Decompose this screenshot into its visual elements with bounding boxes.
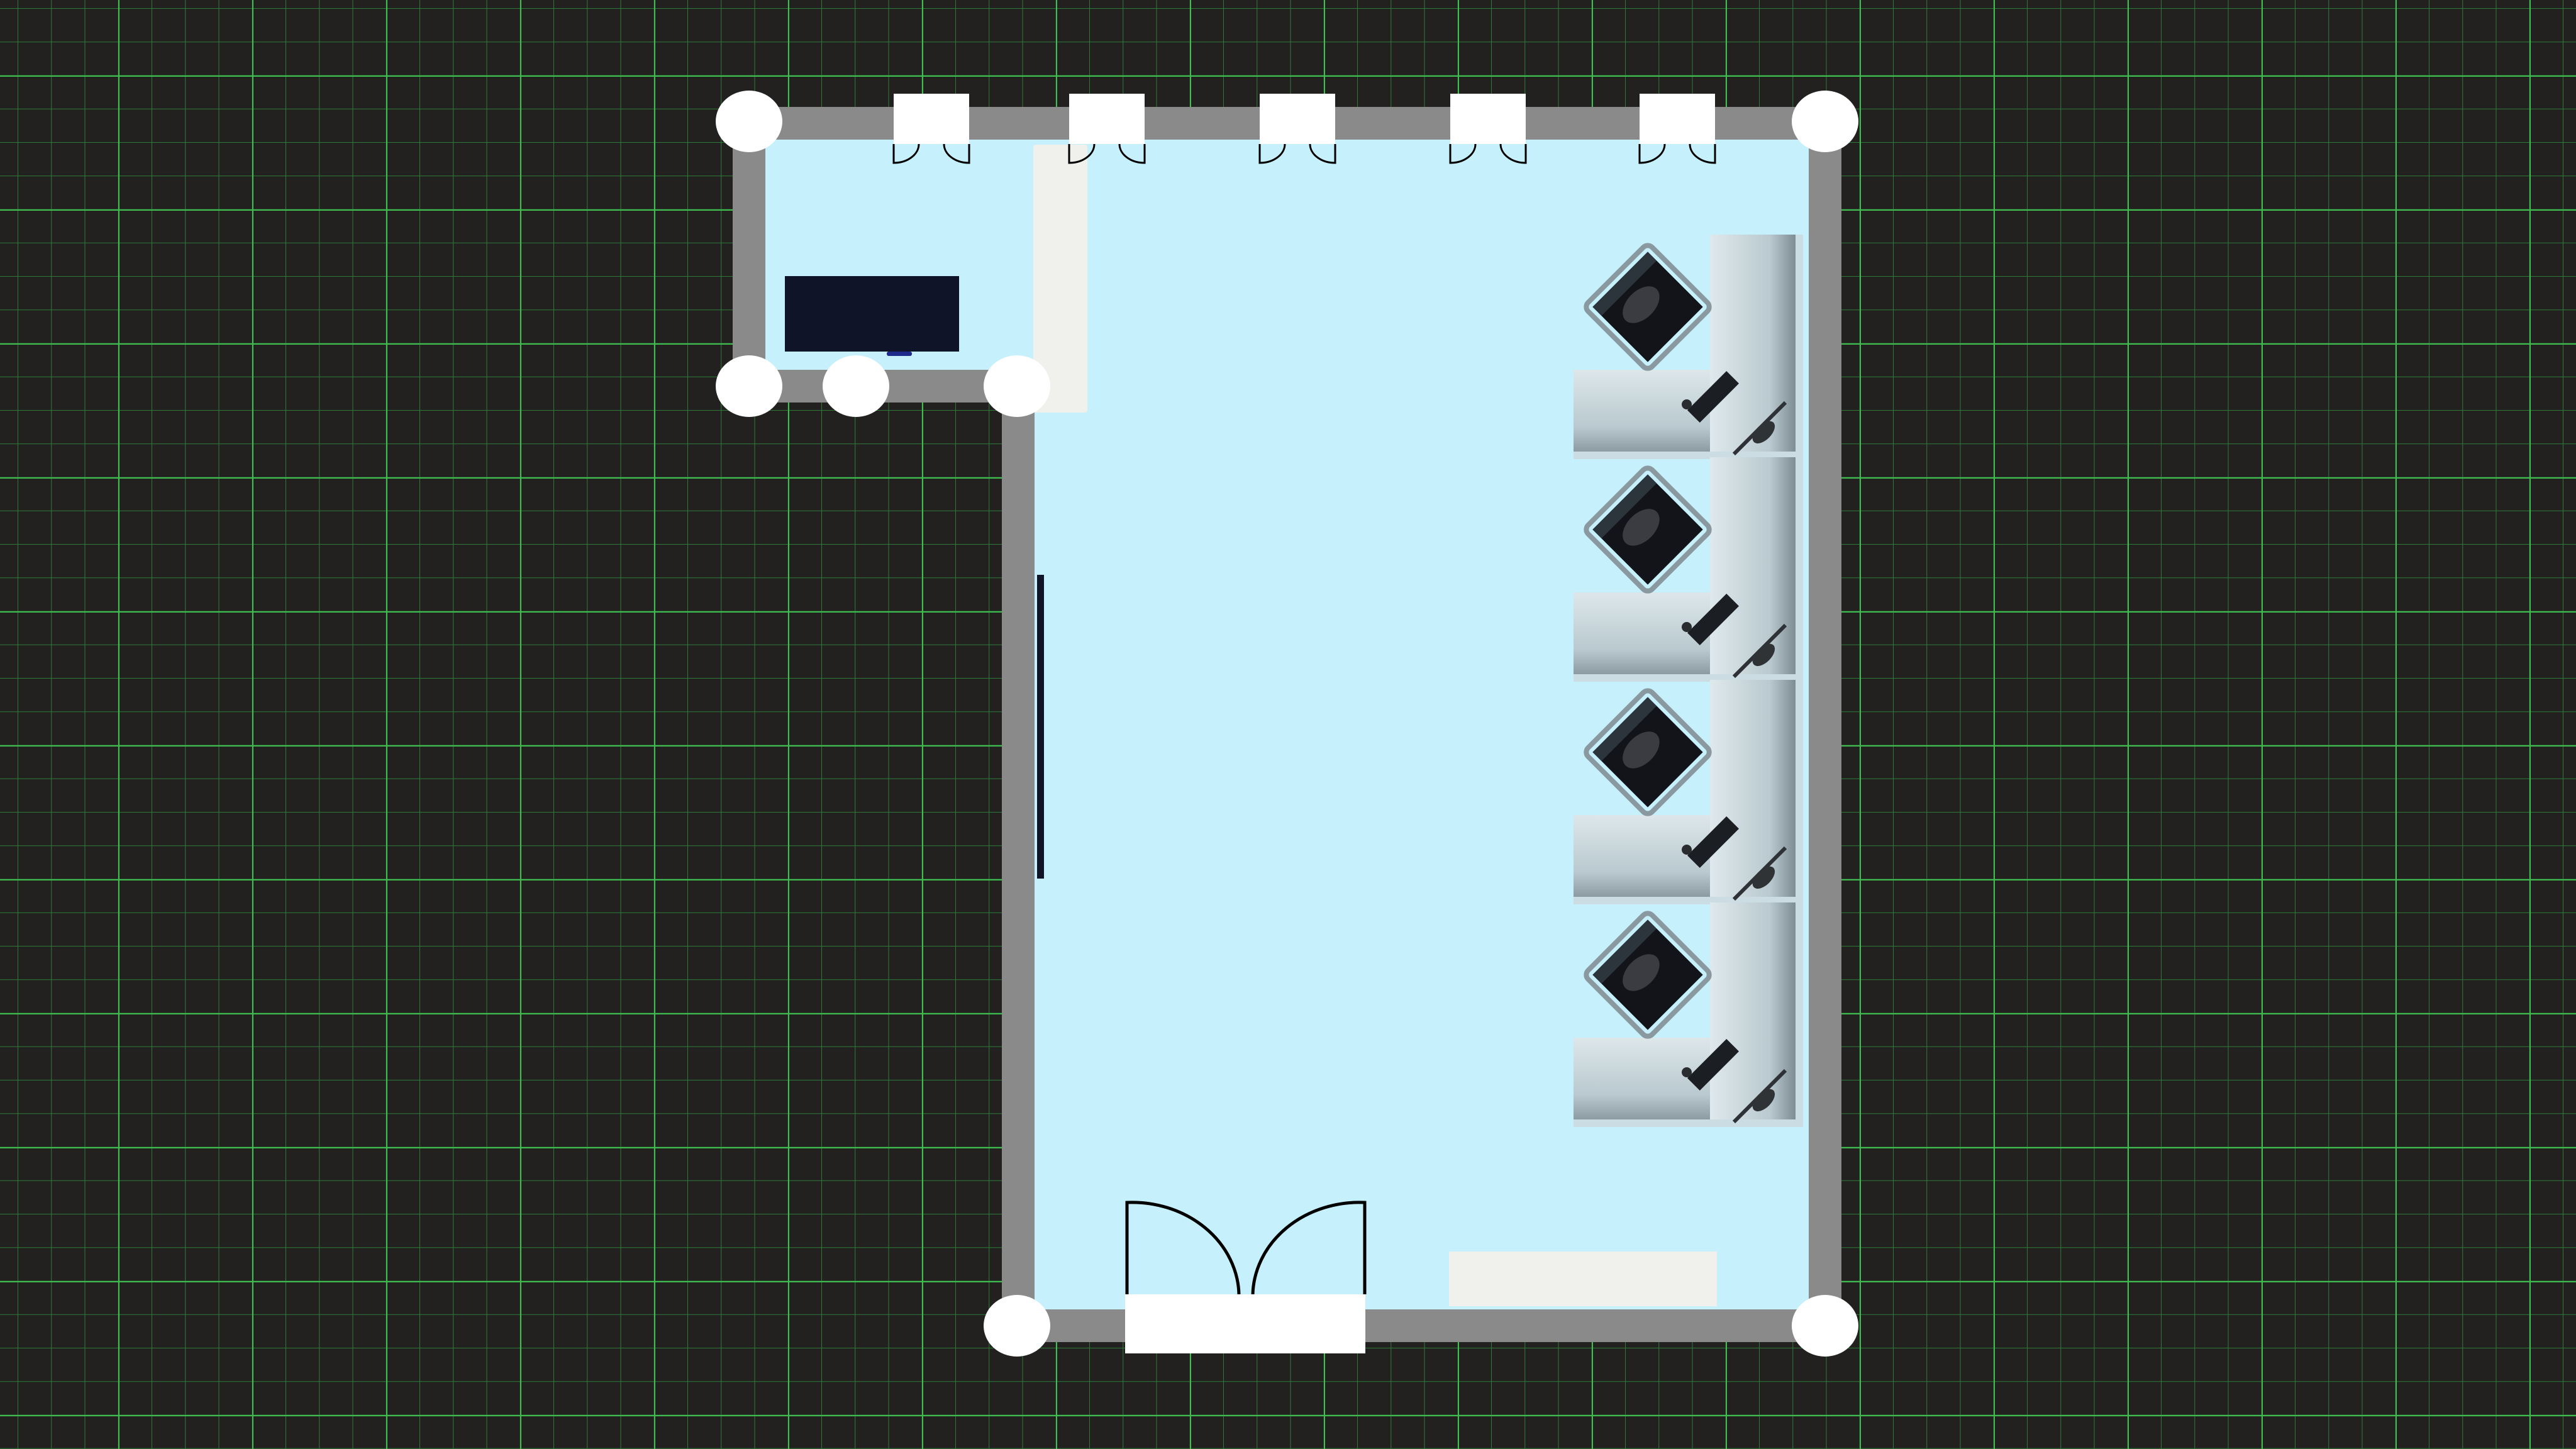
wall-left-main[interactable] xyxy=(1002,370,1035,1342)
sliding-door[interactable] xyxy=(1037,575,1044,879)
window[interactable] xyxy=(1638,94,1716,164)
tv-console[interactable] xyxy=(785,276,959,356)
corner-nodes xyxy=(716,91,1858,1357)
window[interactable] xyxy=(1449,94,1527,164)
corner-node-handle[interactable] xyxy=(1792,91,1858,152)
window[interactable] xyxy=(1068,94,1146,164)
window[interactable] xyxy=(1258,94,1336,164)
corner-node-handle[interactable] xyxy=(716,91,782,152)
corner-node-handle[interactable] xyxy=(1792,1295,1858,1357)
wall-right[interactable] xyxy=(1809,107,1841,1342)
wall-left-small[interactable] xyxy=(733,107,765,402)
double-door[interactable] xyxy=(1125,1201,1367,1353)
corner-node-handle[interactable] xyxy=(716,355,782,417)
windows xyxy=(892,94,1716,164)
corner-node-handle[interactable] xyxy=(984,1295,1050,1357)
window[interactable] xyxy=(892,94,970,164)
low-shelf[interactable] xyxy=(1449,1252,1717,1306)
corner-node-handle[interactable] xyxy=(823,355,889,417)
tall-cabinet[interactable] xyxy=(1033,145,1087,413)
corner-node-handle[interactable] xyxy=(984,355,1050,417)
